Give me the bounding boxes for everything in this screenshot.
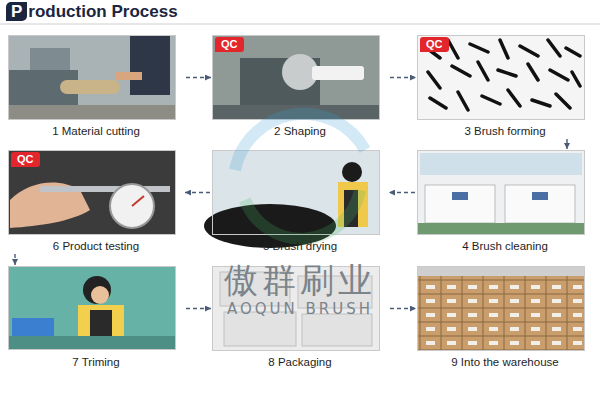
photo-ground: [8, 266, 176, 350]
qc-label: QC: [17, 153, 34, 166]
flow-arrow: [14, 254, 15, 265]
step-caption: 3 Brush forming: [417, 124, 593, 138]
photo-testing: [8, 150, 176, 235]
qc-badge: QC: [420, 37, 449, 52]
flow-arrow: [186, 77, 211, 78]
machine-part: [30, 48, 70, 70]
photo-ground: [417, 266, 585, 351]
photo-frames: [9, 36, 585, 351]
worker-hair: [83, 276, 111, 304]
photo-frame: [9, 267, 176, 350]
logo-arc: [235, 114, 365, 170]
cleaning-machine: [425, 185, 495, 223]
caliper-dial: [110, 184, 154, 228]
photo-frame: [418, 267, 585, 351]
worker-face: [91, 286, 109, 304]
title-rule: [0, 24, 600, 25]
watermark-latin: AOQUN BRUSH: [227, 300, 373, 318]
photo-frame: [418, 36, 585, 120]
plastic-bag: [302, 314, 372, 346]
step-caption: 8 Packaging: [212, 355, 388, 369]
worker-head: [342, 162, 362, 182]
photo-trimming: [8, 266, 176, 350]
watermark-chinese: 傲群刷业: [224, 258, 376, 304]
flow-arrow: [390, 77, 416, 78]
worker: [130, 35, 170, 95]
step-caption: 7 Triming: [8, 355, 184, 369]
logo-arc: [245, 190, 360, 239]
process-step: 7 Triming: [8, 266, 184, 369]
process-step: 4 Brush cleaning: [417, 150, 593, 253]
photo-frame: [213, 36, 380, 120]
qc-badge: QC: [11, 152, 40, 167]
control-panel: [452, 192, 468, 200]
workbench: [8, 336, 176, 350]
process-step: 1 Material cutting: [8, 35, 184, 138]
photo-frame: [418, 151, 585, 235]
qc-label: QC: [426, 38, 443, 51]
page-title: Production Process: [6, 1, 178, 23]
cleaning-machine: [505, 185, 575, 223]
photo-frame: [9, 36, 176, 120]
photo-warehouse: [417, 266, 585, 351]
photo-forming: [417, 35, 585, 120]
step-caption: 1 Material cutting: [8, 124, 184, 138]
connector-group: [15, 78, 567, 309]
roller: [60, 80, 120, 94]
flow-arrow: [185, 192, 210, 193]
flow-arrow: [389, 192, 415, 193]
flow-arrow: [186, 308, 211, 309]
photo-shaping: [212, 35, 380, 120]
workbench: [8, 105, 176, 120]
carton-stack: [417, 276, 585, 351]
step-caption: 2 Shaping: [212, 124, 388, 138]
process-step: 9 Into the warehouse: [417, 266, 593, 369]
flow-arrow: [390, 308, 416, 309]
photo-ground: [417, 35, 585, 120]
workpiece: [312, 66, 364, 80]
step-caption: 9 Into the warehouse: [417, 355, 593, 369]
dial-needle: [132, 196, 144, 206]
worker-arm: [116, 72, 142, 80]
floor: [417, 223, 585, 235]
photo-ground: [8, 150, 176, 235]
step-caption: 6 Product testing: [8, 239, 184, 253]
step-caption: 5 Brush drying: [212, 239, 388, 253]
process-step: 5 Brush drying: [212, 150, 388, 253]
flow-arrow: [566, 139, 567, 149]
photo-ground: [212, 35, 380, 120]
process-step: 3 Brush forming QC: [417, 35, 593, 138]
process-step: 6 Product testing QC: [8, 150, 184, 253]
caliper-bar: [40, 186, 170, 192]
control-panel: [532, 192, 548, 200]
photo-cleaning: [417, 150, 585, 235]
photo-ground: [417, 150, 585, 235]
qc-label: QC: [221, 38, 238, 51]
step-caption: 4 Brush cleaning: [417, 239, 593, 253]
photo-ground: [8, 35, 176, 120]
photo-cutting: [8, 35, 176, 120]
windows: [420, 153, 582, 175]
photo-frame: [9, 151, 176, 235]
process-step: 2 Shaping QC: [212, 35, 388, 138]
qc-badge: QC: [215, 37, 244, 52]
